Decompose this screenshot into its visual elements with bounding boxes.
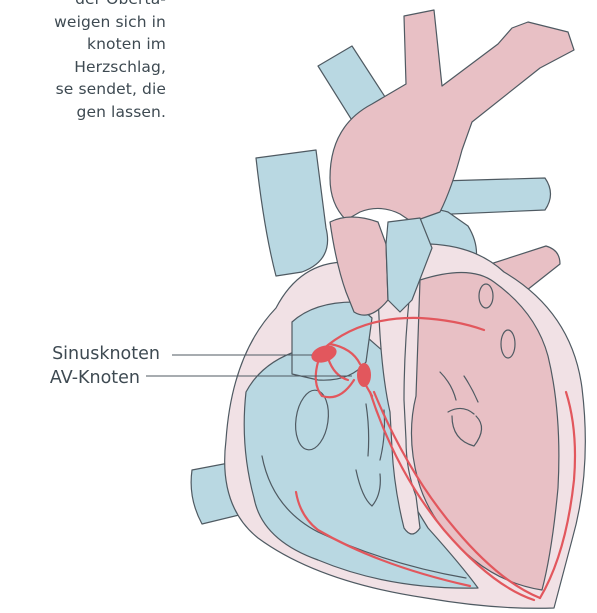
av-node <box>357 363 371 387</box>
sinus-node-label: Sinusknoten <box>10 344 160 364</box>
superior-vena-cava <box>256 150 328 276</box>
av-node-label: AV-Knoten <box>10 368 140 388</box>
